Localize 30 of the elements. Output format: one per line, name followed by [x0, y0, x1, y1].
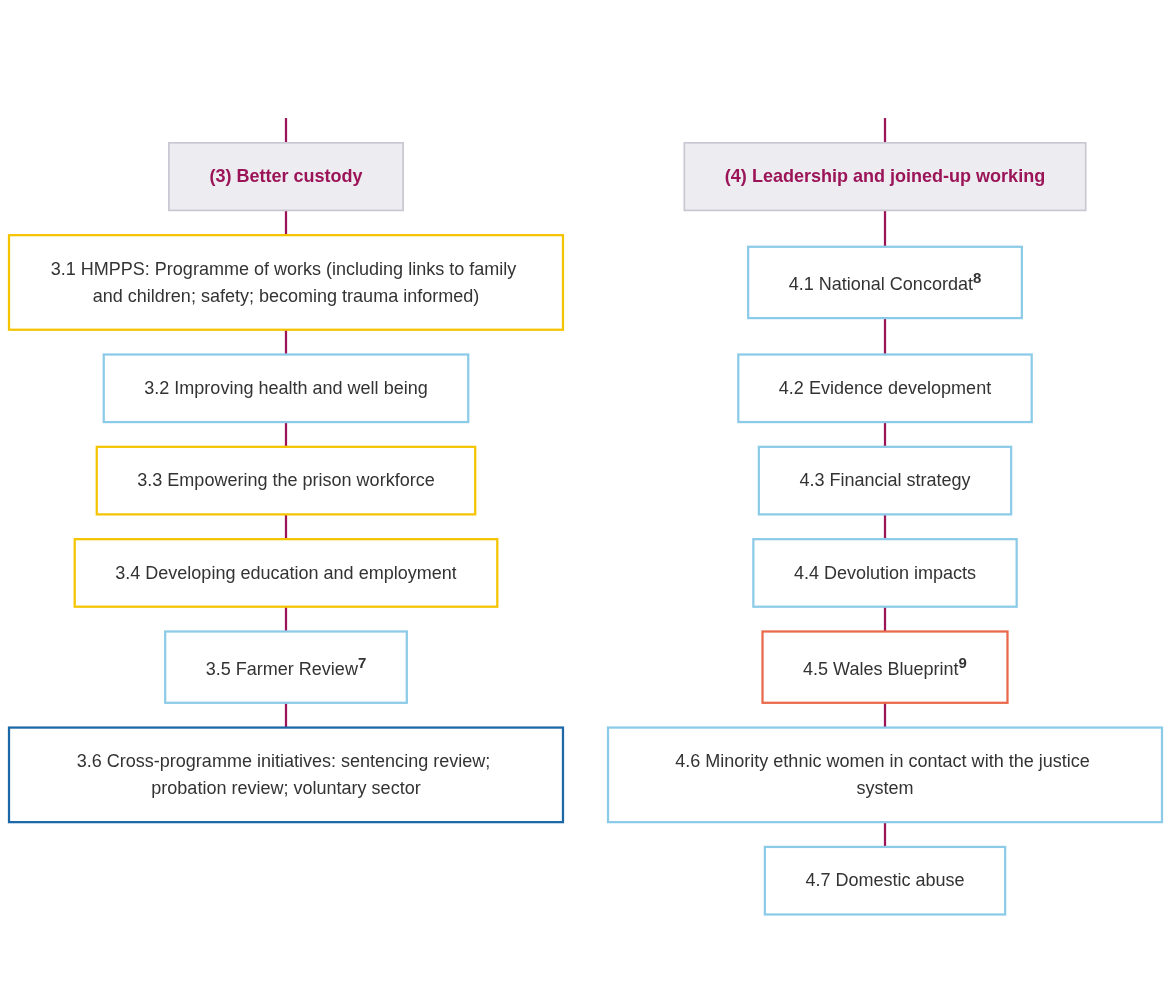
node-box: 3.2 Improving health and well being: [102, 353, 470, 424]
connector: [284, 514, 288, 540]
node-box: 3.5 Farmer Review$^{7}$: [164, 630, 408, 704]
connector: [883, 210, 887, 247]
node-box: 3.4 Developing education and employment: [73, 538, 499, 608]
node-box: 4.7 Domestic abuse: [763, 845, 1007, 916]
connector: [883, 118, 887, 143]
connector: [883, 514, 887, 540]
node-box: 4.5 Wales Blueprint$^{9}$: [761, 630, 1009, 704]
connector: [883, 822, 887, 847]
node-box: 4.6 Minority ethnic women in contact with the justice system: [606, 726, 1164, 824]
connector: [284, 210, 288, 236]
node-box: 4.3 Financial strategy: [757, 445, 1013, 516]
connector: [883, 422, 887, 447]
connector: [284, 118, 288, 143]
node-box: (4) Leadership and joined-up working: [683, 142, 1087, 212]
connector: [284, 422, 288, 447]
node-box: 4.1 National Concordat$^{8}$: [747, 245, 1023, 320]
node-box: 3.1 HMPPS: Programme of works (including links to family and children; safety; becoming trauma informed): [7, 234, 565, 331]
connector: [883, 702, 887, 728]
node-box: 4.2 Evidence development: [737, 353, 1033, 424]
connector: [883, 318, 887, 355]
node-box: 3.6 Cross-programme initiatives: sentencing review; probation review; voluntary sector: [7, 726, 565, 824]
connector: [883, 606, 887, 632]
node-box: (3) Better custody: [168, 142, 404, 212]
connector: [284, 329, 288, 355]
connector: [284, 606, 288, 632]
node-box: 3.3 Empowering the prison workforce: [95, 445, 477, 516]
node-box: 4.4 Devolution impacts: [752, 538, 1018, 608]
connector: [284, 702, 288, 728]
